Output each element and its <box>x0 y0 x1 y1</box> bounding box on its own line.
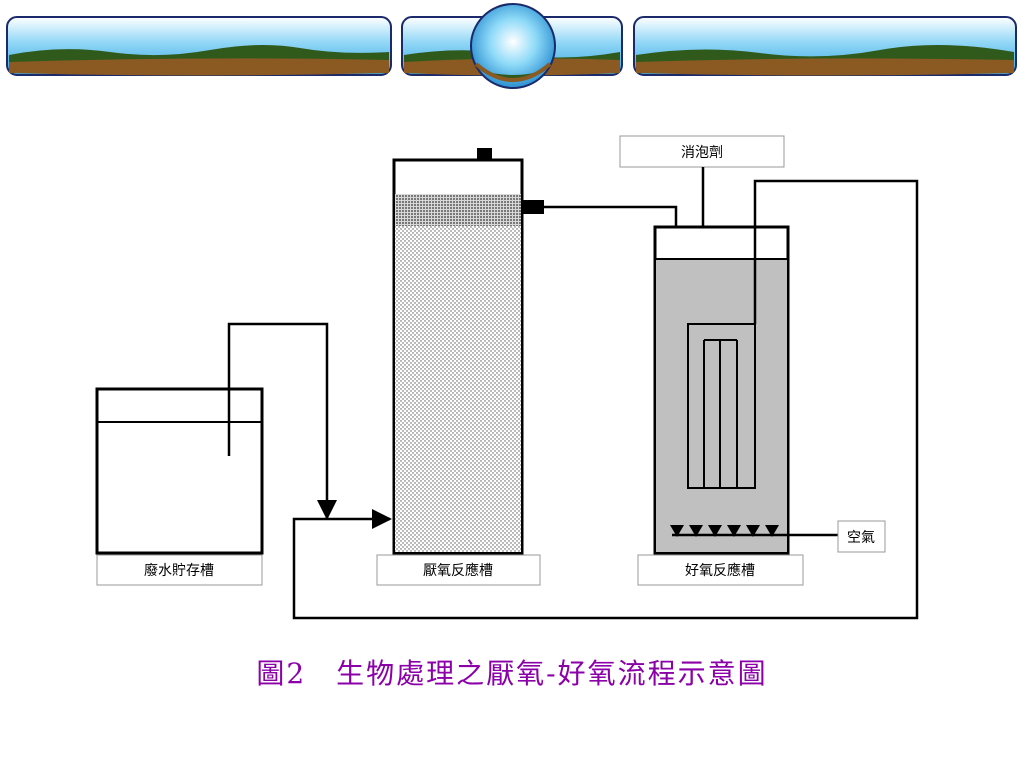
banner-panel-right <box>633 16 1017 76</box>
feed-pipe <box>227 322 337 520</box>
recycle-pipe <box>292 179 919 620</box>
aerobic-reactor-label: 好氧反應槽 <box>685 562 755 579</box>
air-diffusers <box>670 525 838 537</box>
globe-icon <box>470 3 556 89</box>
aerobic-reactor <box>653 225 838 555</box>
membrane-module <box>687 323 756 489</box>
defoamer-label: 消泡劑 <box>681 144 723 161</box>
defoamer-box: 消泡劑 <box>619 135 785 168</box>
air-label: 空氣 <box>847 530 875 546</box>
storage-tank <box>95 387 264 555</box>
figure-caption: 圖2 生物處理之厭氧-好氧流程示意圖 <box>256 657 768 690</box>
storage-tank-label-box: 廢水貯存槽 <box>96 554 263 586</box>
anaerobic-reactor-label: 厭氧反應槽 <box>423 562 493 579</box>
banner-panel-left <box>6 16 392 76</box>
effluent-outlet <box>522 200 544 214</box>
header-banner <box>6 3 1017 89</box>
anaerobic-reactor <box>392 148 544 555</box>
aerobic-reactor-label-box: 好氧反應槽 <box>637 554 804 586</box>
anaerobic-reactor-label-box: 厭氧反應槽 <box>376 554 541 586</box>
gas-outlet <box>477 148 492 160</box>
storage-tank-label: 廢水貯存槽 <box>144 562 214 579</box>
air-box: 空氣 <box>837 520 886 553</box>
